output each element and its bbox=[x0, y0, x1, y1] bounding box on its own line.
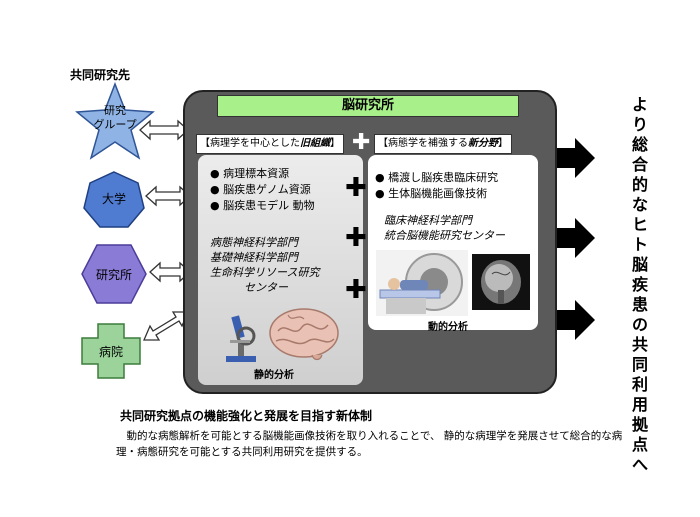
vertical-character: 疾 bbox=[631, 275, 648, 294]
list-item: ● 生体脳機能画像技術 bbox=[375, 187, 488, 200]
partner-label-hospital: 病院 bbox=[98, 345, 123, 359]
vertical-character: ヒ bbox=[631, 215, 648, 234]
list-item: 病態神経科学部門 bbox=[210, 236, 298, 249]
vertical-character: り bbox=[631, 115, 648, 134]
mri-image-icon bbox=[472, 254, 530, 310]
partner-label-institute: 研究所 bbox=[95, 268, 132, 282]
microscope-icon bbox=[226, 315, 256, 362]
vertical-character: 利 bbox=[631, 375, 648, 394]
dynamic-departments-list: 臨床神経科学部門 統合脳機能研究センター bbox=[384, 213, 505, 243]
research-group-star bbox=[75, 82, 155, 160]
vertical-character: 拠 bbox=[631, 415, 648, 434]
vertical-character: へ bbox=[631, 455, 648, 474]
plus-sign-top: ✚ bbox=[352, 130, 371, 155]
vertical-character: な bbox=[631, 195, 648, 214]
list-item: 臨床神経科学部門 bbox=[384, 214, 472, 227]
list-item: センター bbox=[244, 281, 288, 294]
vertical-character: 用 bbox=[631, 395, 648, 414]
list-item: ● 病理標本資源 bbox=[210, 167, 290, 180]
university-heptagon bbox=[83, 171, 145, 228]
static-departments-list: 病態神経科学部門 基礎神経科学部門 生命科学リソース研究 センター bbox=[210, 235, 319, 295]
brain-institute-title: 脳研究所 bbox=[217, 95, 519, 117]
vertical-character: 点 bbox=[631, 435, 648, 454]
static-analysis-caption: 静的分析 bbox=[254, 370, 294, 381]
new-field-tag: 【病態学を補強する新分野】 bbox=[374, 134, 512, 154]
institute-hexagon bbox=[81, 244, 147, 304]
partner-label-university: 大学 bbox=[101, 192, 126, 206]
old-organization-tag: 【病理学を中心とした旧組織】 bbox=[196, 134, 344, 154]
new-system-title: 共同研究拠点の機能強化と発展を目指す新体制 bbox=[120, 409, 373, 423]
static-resources-list: ● 病理標本資源 ● 脳疾患ゲノム資源 ● 脳疾患モデル 動物 bbox=[210, 166, 315, 214]
partner-label-research-group: 研究 グループ bbox=[93, 104, 137, 131]
list-item: ● 脳疾患ゲノム資源 bbox=[210, 183, 311, 196]
dynamic-resources-list: ● 橋渡し脳疾患臨床研究 ● 生体脳機能画像技術 bbox=[375, 170, 498, 202]
hospital-cross bbox=[81, 323, 141, 379]
mri-scanner-icon bbox=[376, 250, 468, 316]
vertical-character: 的 bbox=[631, 175, 648, 194]
vertical-character: 脳 bbox=[631, 255, 648, 274]
vertical-character: ト bbox=[631, 235, 648, 254]
partners-title: 共同研究先 bbox=[70, 68, 131, 82]
plus-sign: ✚ bbox=[345, 275, 367, 305]
vertical-character: 同 bbox=[631, 355, 648, 374]
vertical-character: 共 bbox=[631, 335, 648, 354]
plus-sign: ✚ bbox=[345, 173, 367, 203]
list-item: 基礎神経科学部門 bbox=[210, 251, 298, 264]
vertical-character: 総 bbox=[631, 135, 648, 154]
vertical-character: よ bbox=[631, 95, 648, 114]
vertical-character: 合 bbox=[631, 155, 648, 174]
list-item: 生命科学リソース研究 bbox=[210, 266, 320, 279]
list-item: ● 脳疾患モデル 動物 bbox=[210, 199, 315, 212]
brain-icon bbox=[269, 308, 339, 361]
vertical-character: 患 bbox=[631, 295, 648, 314]
new-system-description: 動的な病態解析を可能とする脳機能画像技術を取り入れることで、 静的な病理学を発展… bbox=[116, 430, 623, 458]
vertical-character: の bbox=[631, 315, 648, 334]
plus-sign: ✚ bbox=[345, 223, 367, 253]
dynamic-analysis-caption: 動的分析 bbox=[428, 322, 468, 333]
list-item: 統合脳機能研究センター bbox=[384, 229, 505, 242]
goal-statement: より総合的なヒト脳疾患の共同利用拠点へ bbox=[630, 95, 650, 475]
list-item: ● 橋渡し脳疾患臨床研究 bbox=[375, 171, 499, 184]
